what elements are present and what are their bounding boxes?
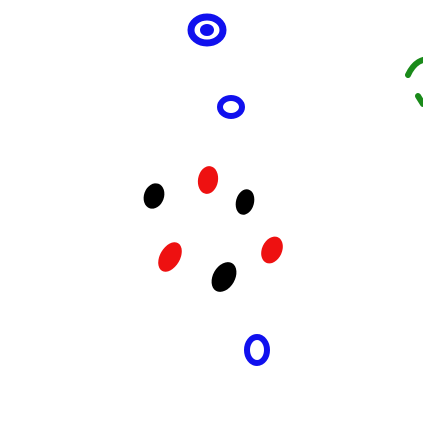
proton: [153, 238, 186, 276]
inner-orbit-tick: [198, 338, 210, 342]
inner-orbit-tick: [290, 120, 296, 128]
question-mark-icon: [408, 60, 423, 104]
outer-orbit: [14, 32, 381, 416]
electron: [247, 337, 267, 363]
inner-orbit: [92, 100, 360, 349]
proton: [257, 233, 287, 267]
proton: [196, 164, 221, 195]
inner-orbit-tick: [350, 185, 356, 192]
electron: [191, 17, 223, 43]
neutron: [206, 258, 241, 297]
electron: [220, 98, 242, 116]
neutron: [233, 187, 257, 217]
neutron: [140, 180, 168, 211]
